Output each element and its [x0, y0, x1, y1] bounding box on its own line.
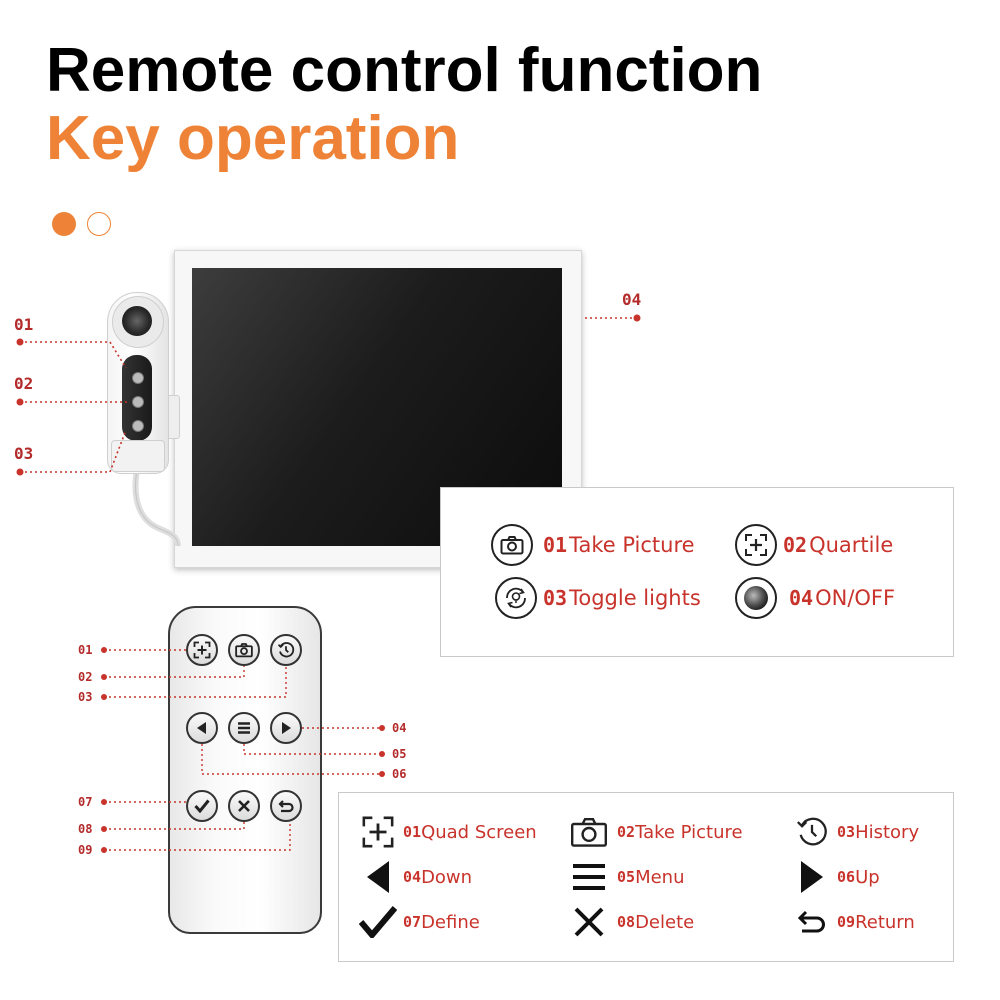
remote-key-number: 08 [617, 913, 636, 931]
remote-key-label: Take Picture [635, 821, 743, 843]
return-icon [793, 903, 831, 941]
triangle-left-icon [359, 858, 397, 896]
remote-key-number: 07 [403, 913, 422, 931]
remote-button-quad-screen[interactable] [186, 634, 218, 666]
remote-key-label: Down [421, 866, 473, 888]
probe-button-take-picture[interactable] [132, 372, 144, 384]
probe-button-quartile[interactable] [132, 396, 144, 408]
remote-key-label: Define [421, 911, 480, 933]
remote-key-label: Delete [635, 911, 695, 933]
device-callout-04: 04 [622, 290, 642, 309]
remote-key-number: 04 [403, 868, 422, 886]
x-icon [567, 903, 611, 941]
remote-button-menu[interactable] [228, 712, 260, 744]
remote-button-delete[interactable] [228, 790, 260, 822]
remote-callout-06: 06 [392, 767, 407, 781]
remote-callout-07: 07 [78, 795, 93, 809]
device-callout-03: 03 [14, 444, 34, 463]
remote-callout-01: 01 [78, 643, 93, 657]
device-key-number: 03 [543, 586, 568, 610]
device-key-item: 04 ON/OFF [735, 577, 895, 619]
light-toggle-icon [495, 577, 537, 619]
probe-cradle [111, 440, 165, 472]
remote-key-label: Return [855, 911, 915, 933]
remote-key-number: 03 [837, 823, 856, 841]
device-key-label: Toggle lights [569, 586, 701, 610]
remote-key-number: 09 [837, 913, 856, 931]
remote-key-item: 09 Return [793, 903, 915, 941]
remote-key-item: 03 History [793, 813, 919, 851]
carousel-dot-active[interactable] [52, 212, 76, 236]
remote-callout-02: 02 [78, 670, 93, 684]
remote-key-number: 02 [617, 823, 636, 841]
remote-callout-03: 03 [78, 690, 93, 704]
remote-key-panel: 01 Quad Screen 02 Take Picture 03 Histor… [338, 792, 954, 962]
device-callout-01: 01 [14, 315, 34, 334]
remote-key-label: Quad Screen [421, 821, 537, 843]
device-key-number: 02 [783, 533, 808, 557]
device-key-item: 02 Quartile [735, 524, 893, 566]
device-callout-02: 02 [14, 374, 34, 393]
camera-icon [567, 813, 611, 851]
remote-button-up[interactable] [270, 712, 302, 744]
probe-button-toggle-lights[interactable] [132, 420, 144, 432]
remote-button-history[interactable] [270, 634, 302, 666]
probe-lens-icon [122, 306, 152, 336]
checkmark-icon [359, 903, 397, 941]
remote-key-label: Up [855, 866, 880, 888]
remote-callout-04: 04 [392, 721, 407, 735]
menu-icon [567, 858, 611, 896]
device-key-label: ON/OFF [815, 586, 896, 610]
device-key-label: Take Picture [569, 533, 695, 557]
quad-screen-icon [735, 524, 777, 566]
device-key-number: 01 [543, 533, 568, 557]
camera-icon [491, 524, 533, 566]
remote-callout-09: 09 [78, 843, 93, 857]
device-key-item: 01 Take Picture [491, 524, 695, 566]
remote-key-item: 02 Take Picture [567, 813, 743, 851]
carousel-dot-inactive[interactable] [87, 212, 111, 236]
quad-screen-icon [359, 813, 397, 851]
remote-key-item: 01 Quad Screen [359, 813, 537, 851]
remote-key-item: 08 Delete [567, 903, 694, 941]
device-key-label: Quartile [809, 533, 894, 557]
device-key-number: 04 [789, 586, 814, 610]
remote-button-take-picture[interactable] [228, 634, 260, 666]
page-subtitle: Key operation [46, 104, 460, 173]
remote-key-label: Menu [635, 866, 685, 888]
remote-key-label: History [855, 821, 920, 843]
triangle-right-icon [793, 858, 831, 896]
remote-button-down[interactable] [186, 712, 218, 744]
page-title: Remote control function [46, 36, 763, 105]
remote-key-number: 05 [617, 868, 636, 886]
remote-button-define[interactable] [186, 790, 218, 822]
device-key-panel: 01 Take Picture 02 Quartile 03 Toggle li… [440, 487, 954, 657]
remote-key-item: 04 Down [359, 858, 472, 896]
remote-key-item: 07 Define [359, 903, 480, 941]
device-key-item: 03 Toggle lights [495, 577, 701, 619]
remote-key-item: 05 Menu [567, 858, 684, 896]
power-button-icon [735, 577, 777, 619]
remote-callout-05: 05 [392, 747, 407, 761]
remote-key-item: 06 Up [793, 858, 880, 896]
remote-button-return[interactable] [270, 790, 302, 822]
remote-key-number: 01 [403, 823, 422, 841]
remote-callout-08: 08 [78, 822, 93, 836]
remote-key-number: 06 [837, 868, 856, 886]
history-icon [793, 813, 831, 851]
